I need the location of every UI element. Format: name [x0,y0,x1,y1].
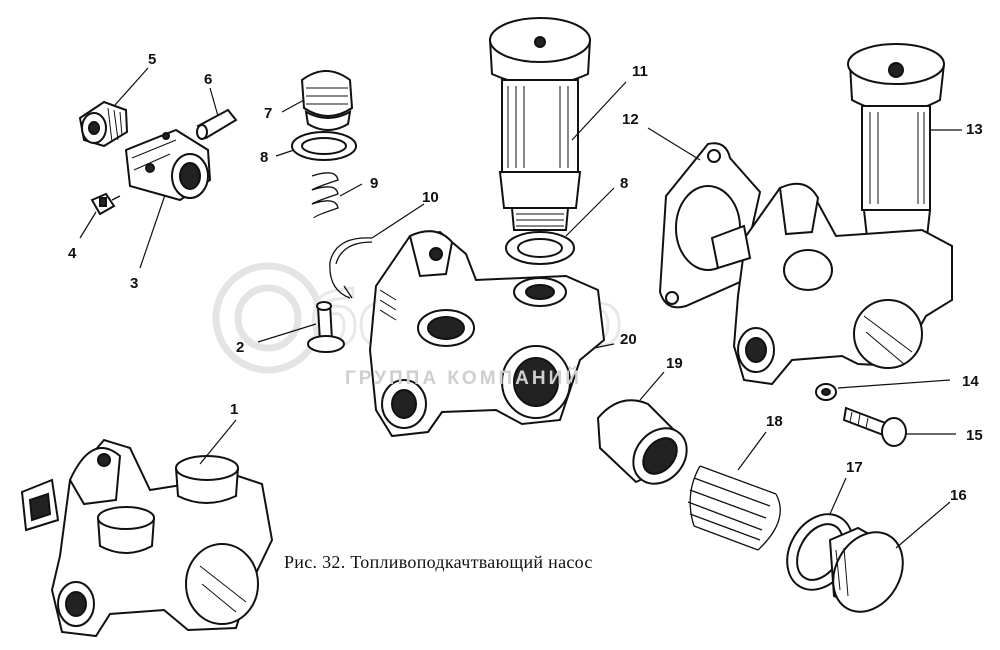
part-3-housing [126,130,210,268]
callout-1: 1 [230,401,239,418]
callout-7: 7 [264,105,273,122]
part-13-assembled-pump [712,44,962,384]
figure-caption: Рис. 32. Топливоподкачтвающий насос [284,552,593,572]
part-16-plug [819,502,950,624]
part-12-flange-gasket [648,128,760,307]
part-14-washer [816,380,950,400]
callout-8-upper: 8 [260,149,269,166]
callout-9: 9 [370,175,379,192]
callout-17: 17 [846,459,863,476]
callout-14: 14 [962,373,979,390]
part-2-valve [258,302,344,352]
callout-8-lower: 8 [620,175,629,192]
callout-13: 13 [966,121,983,138]
part-11-primer-pump [490,18,626,230]
part-8-gasket-lower [506,188,614,264]
part-4-screw [80,194,120,238]
callout-6: 6 [204,71,213,88]
part-15-bolt [844,408,956,446]
callout-10: 10 [422,189,439,206]
part-6-pin [197,88,236,139]
part-5-nut [80,68,148,146]
part-20-pump-body [370,231,614,436]
watermark-subtitle: ГРУППА КОМПАНИЙ [345,368,582,389]
callout-19: 19 [666,355,683,372]
callout-3: 3 [130,275,139,292]
callout-18: 18 [766,413,783,430]
callout-4: 4 [68,245,77,262]
part-1-assembled-pump [22,420,272,636]
part-10-ring [330,204,424,298]
part-8-gasket-upper [276,132,356,160]
callout-15: 15 [966,427,983,444]
part-19-sleeve [598,372,698,494]
part-9-spring [312,173,362,218]
part-7-plug [282,71,352,130]
callout-11: 11 [632,63,648,80]
callout-12: 12 [622,111,639,128]
callout-16: 16 [950,487,967,504]
callout-20: 20 [620,331,637,348]
callout-2: 2 [236,339,245,356]
part-18-spring [688,432,780,550]
callout-5: 5 [148,51,157,68]
